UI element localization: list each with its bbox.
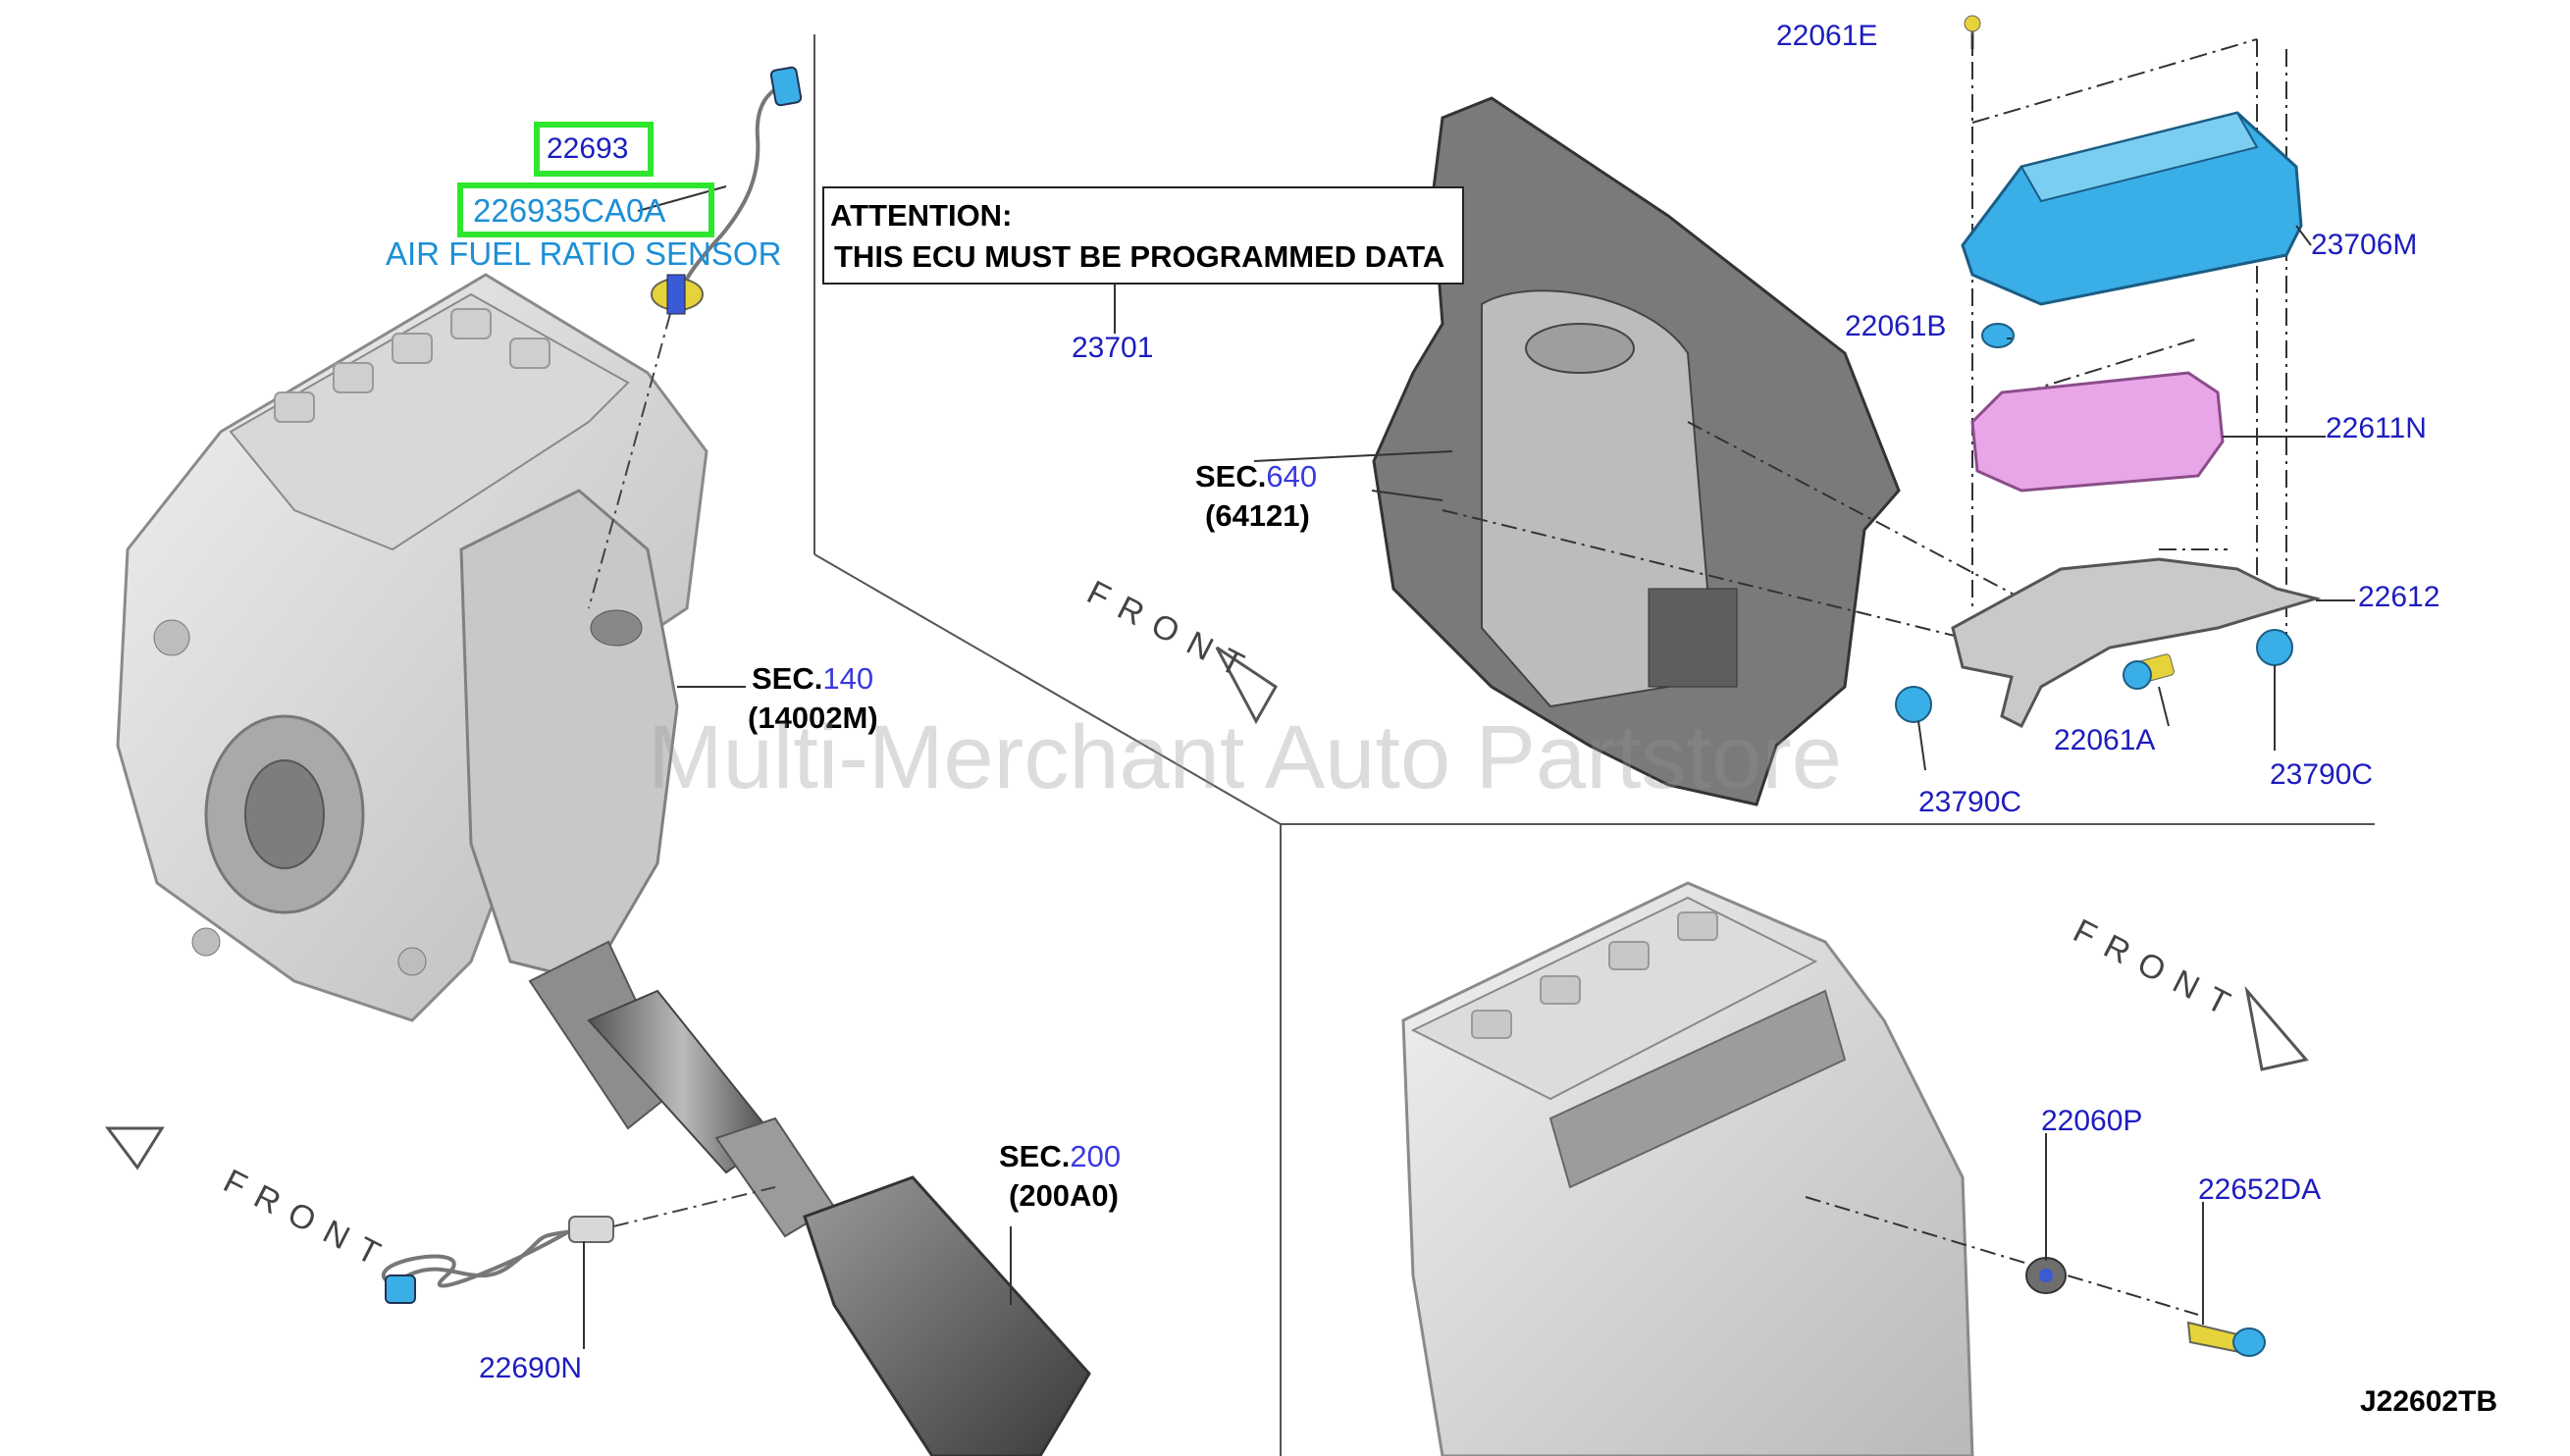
part-number-23701[interactable]: 23701	[1072, 332, 1154, 364]
section-640-number: 640	[1266, 459, 1318, 494]
part-number-22612[interactable]: 22612	[2358, 581, 2440, 613]
part-number-22652DA[interactable]: 22652DA	[2198, 1173, 2322, 1206]
part-number-22061E[interactable]: 22061E	[1776, 20, 1878, 52]
part-number-23790C-right[interactable]: 23790C	[2270, 758, 2374, 791]
air-fuel-sensor-illustration	[588, 66, 803, 609]
attention-title: ATTENTION:	[830, 198, 1013, 233]
part-number-22693[interactable]: 22693	[547, 132, 629, 165]
panel-dividers	[813, 34, 2375, 1456]
part-number-23790C-left[interactable]: 23790C	[1918, 786, 2022, 818]
section-640[interactable]: SEC.640	[1195, 461, 1317, 492]
section-140-number: 140	[822, 661, 874, 696]
section-140-sub: (14002M)	[748, 701, 878, 735]
diagram-code: J22602TB	[2360, 1385, 2498, 1418]
attention-text: THIS ECU MUST BE PROGRAMMED DATA	[834, 239, 1445, 274]
ecu-stack-illustration	[1895, 15, 2322, 729]
part-number-22060P[interactable]: 22060P	[2041, 1105, 2143, 1137]
engine-right-illustration	[1401, 881, 2266, 1456]
rear-sensor-illustration	[381, 1186, 776, 1304]
section-640-prefix: SEC.	[1195, 459, 1267, 494]
section-140[interactable]: SEC.140	[752, 663, 873, 694]
part-number-226935CA0A[interactable]: 226935CA0A	[473, 192, 666, 229]
part-number-23706M[interactable]: 23706M	[2311, 229, 2418, 261]
section-200-prefix: SEC.	[999, 1139, 1071, 1173]
section-140-prefix: SEC.	[752, 661, 823, 696]
leader-lines	[583, 34, 2355, 1349]
section-200-number: 200	[1070, 1139, 1122, 1173]
engine-left-illustration	[116, 273, 708, 1022]
part-number-22061A[interactable]: 22061A	[2054, 724, 2156, 756]
part-number-22611N[interactable]: 22611N	[2326, 412, 2427, 444]
watermark-text: Multi-Merchant Auto Partstore	[648, 707, 1842, 807]
exhaust-illustration	[528, 940, 1091, 1456]
attention-box: ATTENTION: THIS ECU MUST BE PROGRAMMED D…	[822, 186, 1464, 285]
part-number-22061B[interactable]: 22061B	[1845, 310, 1947, 342]
firewall-bracket-illustration	[1372, 96, 2022, 806]
highlight-box-full	[457, 182, 714, 237]
section-200[interactable]: SEC.200	[999, 1141, 1121, 1171]
section-640-sub: (64121)	[1205, 498, 1310, 533]
highlight-box-short	[534, 122, 654, 177]
section-200-sub: (200A0)	[1009, 1178, 1119, 1213]
sensor-name-label: AIR FUEL RATIO SENSOR	[386, 235, 782, 272]
front-arrows	[105, 646, 2309, 1170]
part-number-22690N[interactable]: 22690N	[479, 1352, 583, 1384]
